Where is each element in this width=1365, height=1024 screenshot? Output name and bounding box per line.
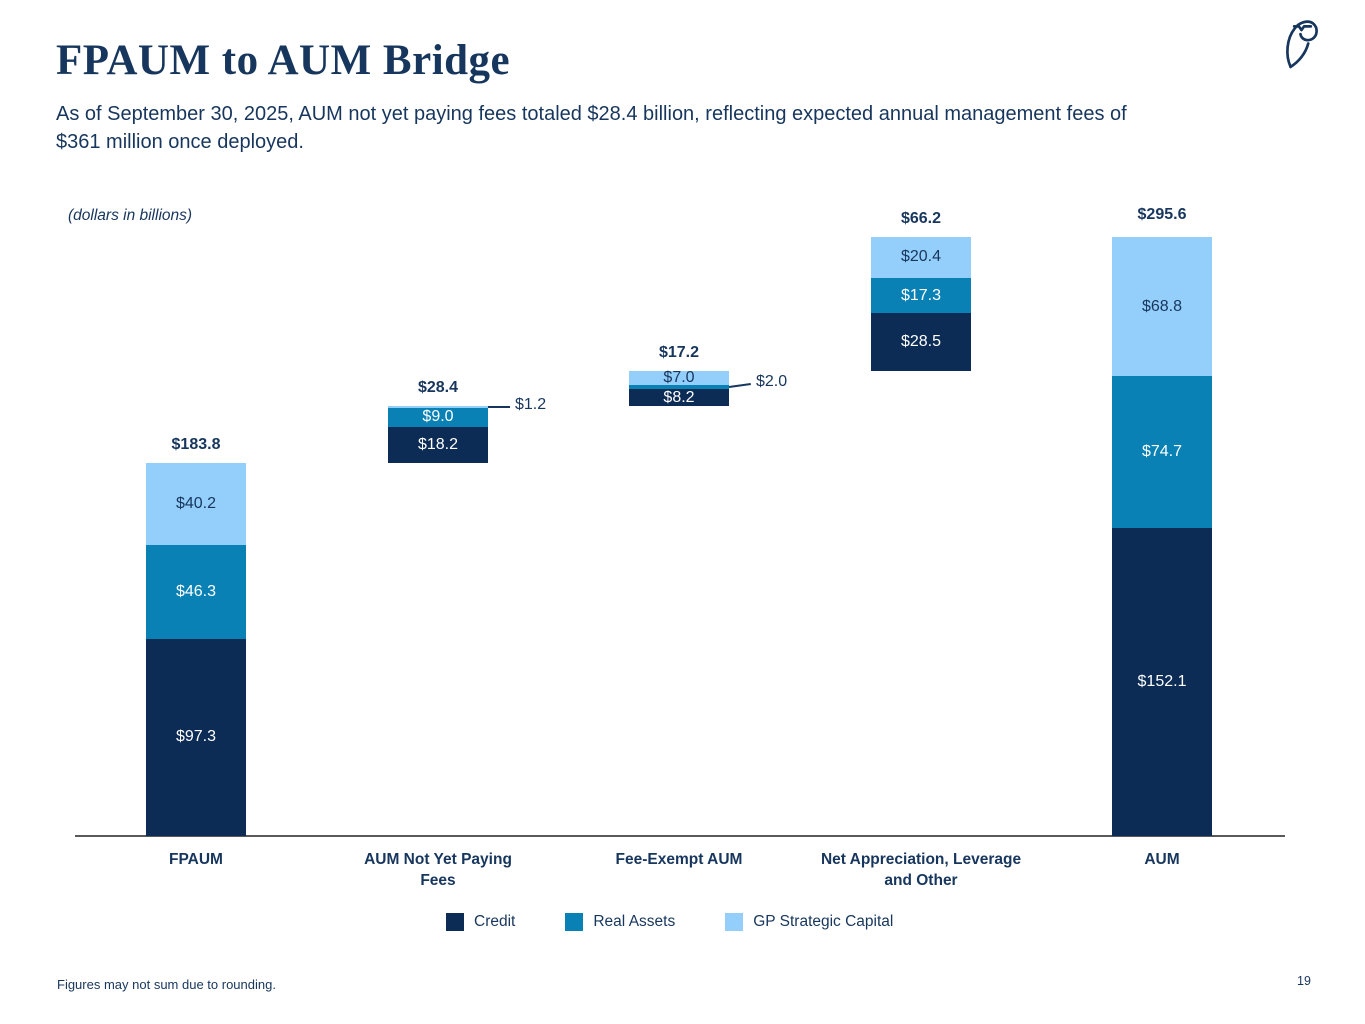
bar-segment-credit (629, 389, 729, 406)
segment-callout-label: $2.0 (756, 373, 788, 391)
segment-label: $46.3 (175, 582, 217, 600)
segment-label: $152.1 (1137, 672, 1187, 690)
segment-label: $17.3 (900, 286, 942, 304)
callout-line (488, 406, 510, 409)
bar-total-label: $28.4 (417, 378, 459, 396)
segment-label: $68.8 (1141, 297, 1183, 315)
chart-legend: Credit Real Assets GP Strategic Capital (446, 913, 893, 931)
legend-label: GP Strategic Capital (753, 913, 894, 930)
bar-segment-real_assets (388, 408, 488, 427)
callout-line (728, 383, 752, 389)
legend-item-credit: Credit (446, 913, 515, 931)
page-number: 19 (1297, 974, 1311, 988)
footnote: Figures may not sum due to rounding. (57, 977, 276, 992)
segment-label: $7.0 (663, 369, 695, 387)
bar-segment-credit (146, 638, 246, 836)
real-assets-swatch-icon (565, 913, 584, 931)
bar-segment-credit (388, 426, 488, 464)
subtitle-line-1: As of September 30, 2025, AUM not yet pa… (56, 103, 1127, 125)
bar-total-label: $295.6 (1137, 205, 1187, 223)
bar-segment-real_assets (146, 544, 246, 639)
segment-label: $9.0 (422, 408, 454, 426)
bar-segment-real_assets (871, 278, 971, 314)
units-note: (dollars in billions) (68, 207, 193, 224)
credit-swatch-icon (446, 913, 464, 931)
segment-label: $20.4 (900, 248, 942, 266)
segment-callout-label: $1.2 (515, 396, 547, 414)
segment-label: $74.7 (1141, 442, 1183, 460)
page-title: FPAUM to AUM Bridge (56, 37, 511, 84)
bar-segment-gp (629, 371, 729, 386)
legend-label: Credit (474, 913, 516, 930)
bar-total-label: $17.2 (658, 344, 700, 361)
legend-item-real-assets: Real Assets (565, 913, 675, 931)
subtitle-line-2: $361 million once deployed. (56, 130, 304, 153)
bar-segment-gp (146, 463, 246, 545)
segment-label: $28.5 (900, 333, 942, 351)
segment-label: $97.3 (175, 728, 217, 746)
bar-segment-real_assets (1112, 376, 1212, 528)
bar-total-label: $183.8 (171, 436, 221, 454)
segment-label: $18.2 (417, 435, 459, 453)
legend-label: Real Assets (593, 913, 676, 930)
x-axis-category-label: Fee-Exempt AUM (615, 851, 743, 868)
bar-segment-gp (871, 236, 971, 279)
bar-segment-credit (1112, 527, 1212, 836)
bar-segment-gp (1112, 236, 1212, 377)
bar-segment-credit (871, 313, 971, 371)
owl-logo-icon (1281, 16, 1323, 75)
x-axis-category-label: FPAUM (169, 851, 223, 868)
segment-label: $40.2 (175, 495, 217, 513)
bar-segment-real_assets (629, 385, 729, 390)
gp-strategic-capital-swatch-icon (725, 913, 744, 931)
bar-segment-gp (388, 405, 488, 409)
legend-item-gp-strategic-capital: GP Strategic Capital (725, 913, 893, 931)
x-axis-category-label: AUM (1144, 851, 1180, 868)
bar-total-label: $66.2 (900, 209, 942, 227)
segment-label: $8.2 (663, 388, 695, 406)
subtitle: As of September 30, 2025, AUM not yet pa… (56, 101, 1127, 156)
x-axis-line (75, 835, 1285, 837)
